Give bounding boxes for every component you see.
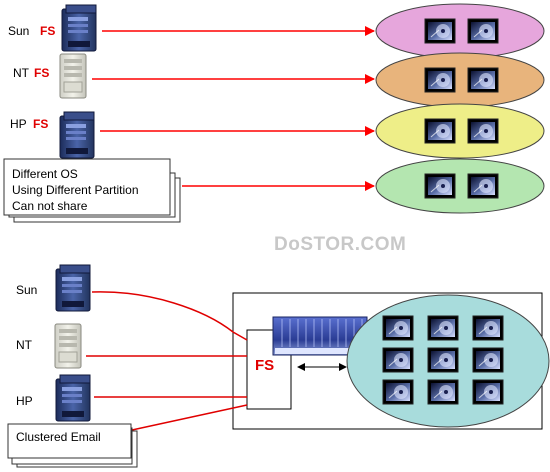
- disk-drive-icon: [427, 379, 459, 405]
- disk-drive-icon: [467, 67, 499, 93]
- disk-drive-icon: [382, 347, 414, 373]
- note-line: Different OS: [12, 167, 78, 181]
- clustered-email-label: Clustered Email: [16, 430, 101, 444]
- disk-drive-icon: [424, 67, 456, 93]
- top-sun-server-icon: [61, 4, 97, 52]
- shared-fs-label: FS: [255, 357, 274, 374]
- top-diff-storage-pool: [375, 158, 545, 214]
- san-switch-icon: [272, 316, 368, 356]
- bottom-sun-server-icon: [55, 264, 91, 312]
- different-os-note: [3, 158, 171, 216]
- disk-drive-icon: [382, 315, 414, 341]
- top-sun-fs-label: FS: [40, 24, 55, 38]
- note-line: Can not share: [12, 199, 88, 213]
- disk-drive-icon: [424, 118, 456, 144]
- disk-drive-icon: [424, 18, 456, 44]
- disk-drive-icon: [424, 173, 456, 199]
- disk-drive-icon: [472, 379, 504, 405]
- top-nt-server-icon: [59, 53, 87, 99]
- disk-drive-icon: [427, 315, 459, 341]
- bottom-sun-label: Sun: [16, 283, 37, 297]
- bottom-nt-label: NT: [16, 338, 33, 352]
- disk-drive-icon: [427, 347, 459, 373]
- top-nt-label: NT: [13, 66, 30, 80]
- disk-drive-icon: [472, 347, 504, 373]
- watermark-text: DoSTOR.COM: [274, 234, 406, 255]
- top-nt-fs-label: FS: [34, 66, 49, 80]
- bottom-hp-server-icon: [55, 374, 91, 422]
- top-hp-fs-label: FS: [33, 117, 48, 131]
- top-hp-label: HP: [10, 117, 27, 131]
- disk-drive-icon: [467, 118, 499, 144]
- disk-drive-icon: [382, 379, 414, 405]
- top-sun-label: Sun: [8, 24, 29, 38]
- email-connection-line: [131, 404, 248, 431]
- note-line: Using Different Partition: [12, 183, 139, 197]
- bottom-nt-server-icon: [54, 323, 82, 369]
- top-nt-storage-pool: [375, 52, 545, 108]
- disk-drive-icon: [472, 315, 504, 341]
- sun-connection-line: [91, 291, 248, 341]
- top-hp-server-icon: [59, 111, 95, 159]
- bottom-hp-label: HP: [16, 394, 33, 408]
- disk-drive-icon: [467, 173, 499, 199]
- top-hp-storage-pool: [375, 103, 545, 159]
- clustered-email-note: [7, 423, 132, 459]
- top-sun-storage-pool: [375, 3, 545, 59]
- disk-drive-icon: [467, 18, 499, 44]
